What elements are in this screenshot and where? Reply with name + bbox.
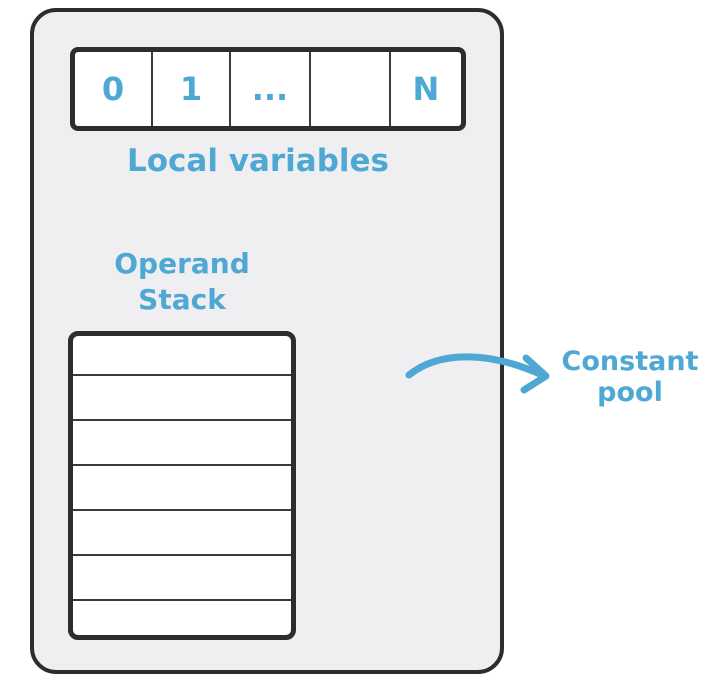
constant-pool-label-line2: pool <box>597 377 663 408</box>
operand-stack-label: Operand Stack <box>82 246 282 318</box>
stack-row-divider <box>73 464 291 466</box>
local-slot-empty <box>311 52 391 126</box>
local-slot-n: N <box>412 70 440 108</box>
local-slot-0: 0 <box>75 52 153 126</box>
operand-stack-box <box>68 331 296 640</box>
local-variables-label: Local variables <box>126 143 390 179</box>
local-slot-ellipsis: ... <box>231 52 311 126</box>
constant-pool-label-line1: Constant <box>561 346 699 377</box>
local-slot-1: 1 <box>153 52 231 126</box>
local-variables-array: 0 1 ... N <box>70 47 466 131</box>
constant-pool-label: Constant pool <box>552 346 708 408</box>
curved-arrow-icon <box>405 353 550 394</box>
stack-row-divider <box>73 509 291 511</box>
stack-row-divider <box>73 419 291 421</box>
operand-stack-label-line2: Stack <box>138 283 226 316</box>
operand-stack-label-line1: Operand <box>114 247 250 280</box>
stack-row-divider <box>73 599 291 601</box>
stack-row-divider <box>73 374 291 376</box>
stack-row-divider <box>73 554 291 556</box>
